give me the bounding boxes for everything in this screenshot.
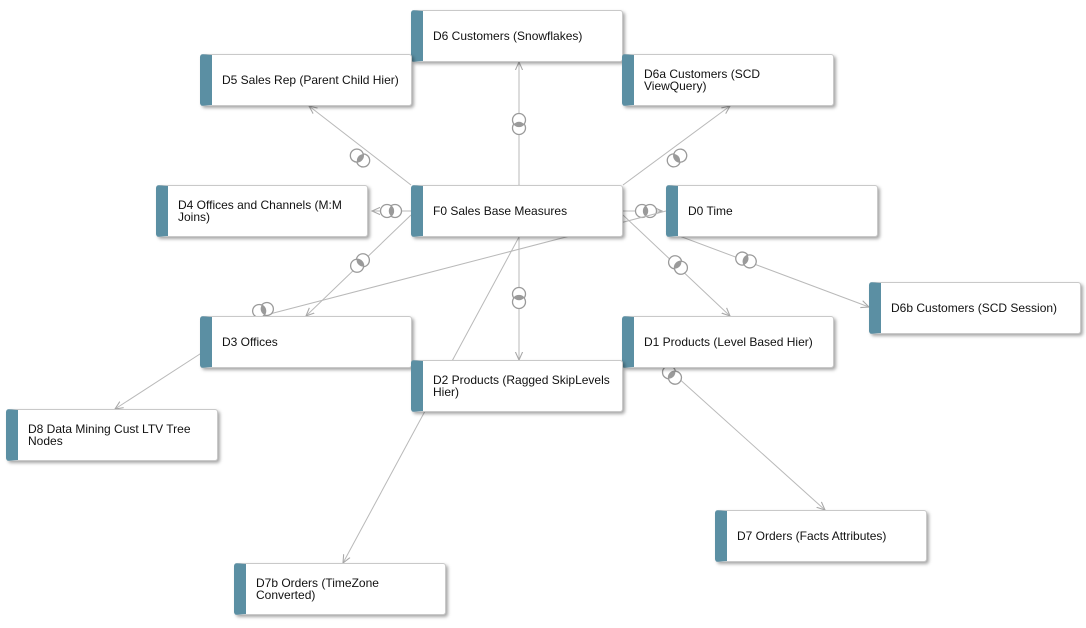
join-icon[interactable] [348, 146, 373, 169]
join-icon[interactable] [511, 112, 527, 136]
node-label: D6b Customers (SCD Session) [891, 301, 1058, 315]
edge-d3-d8[interactable] [115, 351, 204, 409]
node-label: D1 Products (Level Based Hier) [644, 335, 813, 349]
node-d2-products-ragged-skiplevels[interactable]: D2 Products (Ragged SkipLevels Hier) [411, 360, 623, 412]
node-label: D3 Offices [222, 335, 278, 349]
edge-f0-d6a[interactable] [622, 106, 730, 186]
node-d7b-orders-timezone[interactable]: D7b Orders (TimeZone Converted) [234, 563, 446, 615]
node-label: D2 Products (Ragged SkipLevels Hier) [433, 373, 610, 399]
node-label: D6 Customers (Snowflakes) [433, 29, 583, 43]
node-label: D7 Orders (Facts Attributes) [737, 529, 887, 543]
node-d0-time[interactable]: D0 Time [666, 185, 878, 237]
join-icon[interactable] [734, 250, 758, 270]
join-icon[interactable] [379, 203, 403, 219]
node-d5-sales-rep[interactable]: D5 Sales Rep (Parent Child Hier) [200, 54, 412, 106]
node-d7-orders-facts-attributes[interactable]: D7 Orders (Facts Attributes) [715, 510, 927, 562]
join-icon[interactable] [634, 203, 658, 219]
node-d4-offices-and-channels[interactable]: D4 Offices and Channels (M:M Joins) [156, 185, 368, 237]
node-d8-data-mining-cust-ltv[interactable]: D8 Data Mining Cust LTV Tree Nodes [6, 409, 218, 461]
node-d1-products-level-based[interactable]: D1 Products (Level Based Hier) [622, 316, 834, 368]
node-label: D7b Orders (TimeZone Converted) [256, 576, 379, 602]
join-icon[interactable] [666, 253, 690, 277]
edge-d1-d7[interactable] [665, 366, 825, 510]
node-label: D4 Offices and Channels (M:M Joins) [178, 198, 342, 224]
node-label: D5 Sales Rep (Parent Child Hier) [222, 73, 399, 87]
edge-d0-d6b[interactable] [665, 230, 869, 307]
node-d6b-customers-scd-session[interactable]: D6b Customers (SCD Session) [869, 282, 1081, 334]
node-d6a-customers-scd-viewquery[interactable]: D6a Customers (SCD ViewQuery) [622, 54, 834, 106]
node-label: F0 Sales Base Measures [433, 204, 568, 218]
node-d6-customers-snowflakes[interactable]: D6 Customers (Snowflakes) [411, 10, 623, 62]
join-icon[interactable] [348, 251, 372, 275]
node-d3-offices[interactable]: D3 Offices [200, 316, 412, 368]
join-icon[interactable] [511, 286, 527, 310]
node-label: D8 Data Mining Cust LTV Tree Nodes [28, 422, 191, 448]
node-f0-sales-base-measures[interactable]: F0 Sales Base Measures [411, 185, 623, 237]
join-icon[interactable] [251, 301, 275, 319]
node-label: D6a Customers (SCD ViewQuery) [644, 67, 761, 93]
edge-f0-d5[interactable] [309, 106, 412, 186]
join-icon[interactable] [665, 147, 690, 170]
node-label: D0 Time [688, 204, 733, 218]
